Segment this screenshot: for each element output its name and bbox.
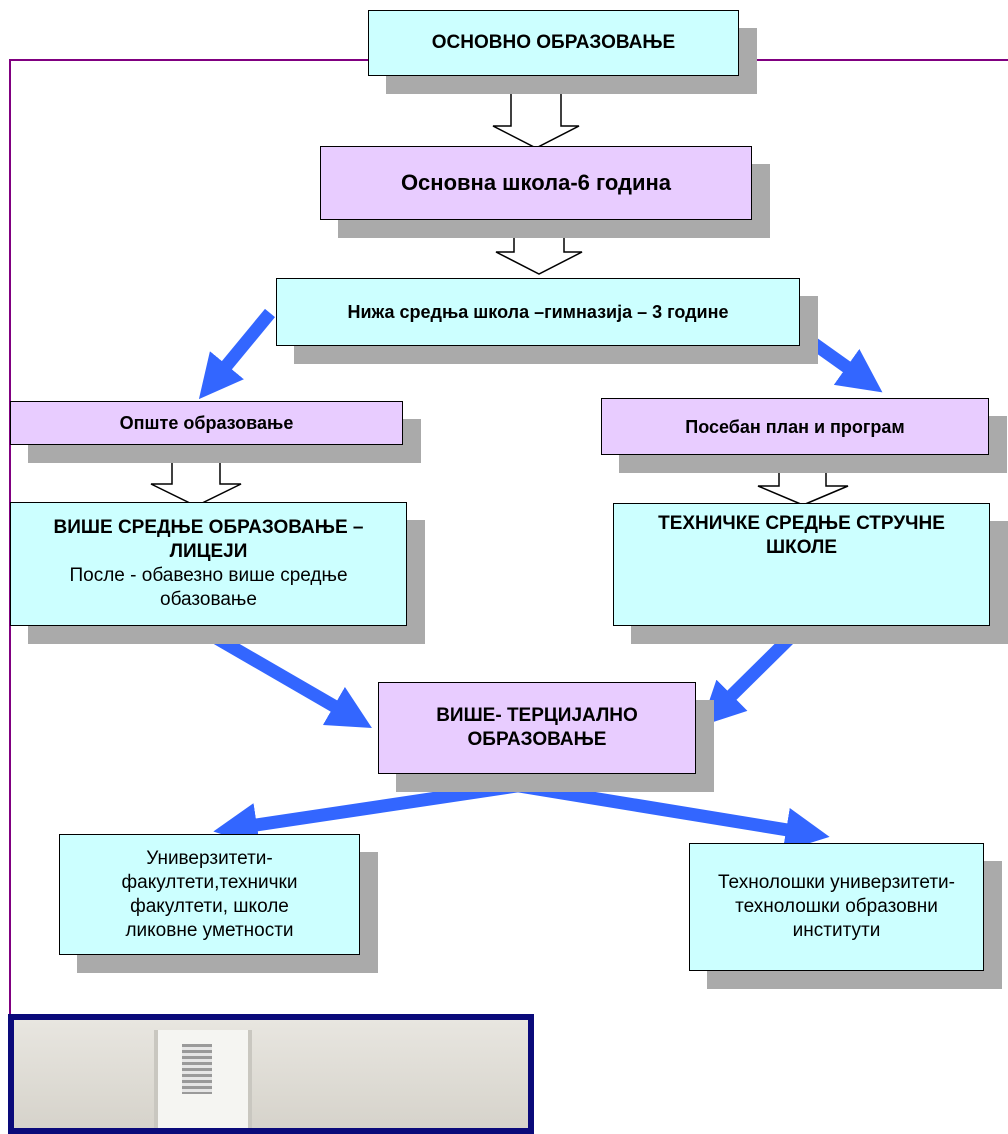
universities-box: Универзитети- факултети,технички факулте…: [59, 834, 360, 955]
technical-schools-label: ТЕХНИЧКЕ СРЕДЊЕ СТРУЧНЕ ШКОЛЕ: [658, 513, 945, 558]
lower-secondary-box: Нижа средња школа –гимназија – 3 године: [276, 278, 800, 346]
upper-secondary-note: После - обавезно више средње обазовање: [69, 565, 348, 610]
primary-school-label: Основна школа-6 година: [400, 170, 672, 195]
special-plan-box: Посебан план и програм: [601, 398, 989, 455]
frame-line: [9, 59, 368, 1020]
tertiary-label: ВИШЕ- ТЕРЦИЈАЛНО ОБРАЗОВАЊЕ: [436, 705, 638, 750]
upper-secondary-box: ВИШЕ СРЕДЊЕ ОБРАЗОВАЊЕ –ЛИЦЕЈИ После - о…: [10, 502, 407, 626]
general-education-box: Опште образовање: [10, 401, 403, 445]
hollow-arrow-3: [150, 445, 242, 507]
special-plan-label: Посебан план и програм: [685, 416, 905, 437]
primary-school-box: Основна школа-6 година: [320, 146, 752, 220]
hollow-arrow-2: [495, 221, 583, 275]
blue-arrow-lyceum-to-tertiary: [202, 626, 372, 729]
hollow-arrow-1: [492, 77, 580, 149]
tertiary-box: ВИШЕ- ТЕРЦИЈАЛНО ОБРАЗОВАЊЕ: [378, 682, 696, 774]
tech-universities-box: Технолошки универзитети- технолошки обра…: [689, 843, 984, 971]
room-photo: [8, 1014, 534, 1134]
lower-secondary-label: Нижа средња школа –гимназија – 3 године: [347, 302, 729, 322]
title-label: ОСНОВНО ОБРАЗОВАЊЕ: [431, 32, 676, 53]
blue-arrow-to-special: [802, 332, 883, 393]
title-box: ОСНОВНО ОБРАЗОВАЊЕ: [368, 10, 739, 76]
blue-arrow-to-general: [198, 308, 276, 400]
hollow-arrow-4: [757, 455, 849, 506]
blue-arrow-technical-to-tertiary: [700, 621, 807, 727]
photo-blind: [182, 1044, 212, 1094]
blue-arrow-to-tech-universities: [468, 771, 830, 852]
upper-secondary-title: ВИШЕ СРЕДЊЕ ОБРАЗОВАЊЕ –ЛИЦЕЈИ: [53, 517, 364, 562]
universities-label: Универзитети- факултети,технички факулте…: [121, 847, 298, 941]
technical-schools-box: ТЕХНИЧКЕ СРЕДЊЕ СТРУЧНЕ ШКОЛЕ: [613, 503, 990, 626]
general-education-label: Опште образовање: [119, 413, 294, 433]
tech-universities-label: Технолошки универзитети- технолошки обра…: [718, 872, 955, 941]
